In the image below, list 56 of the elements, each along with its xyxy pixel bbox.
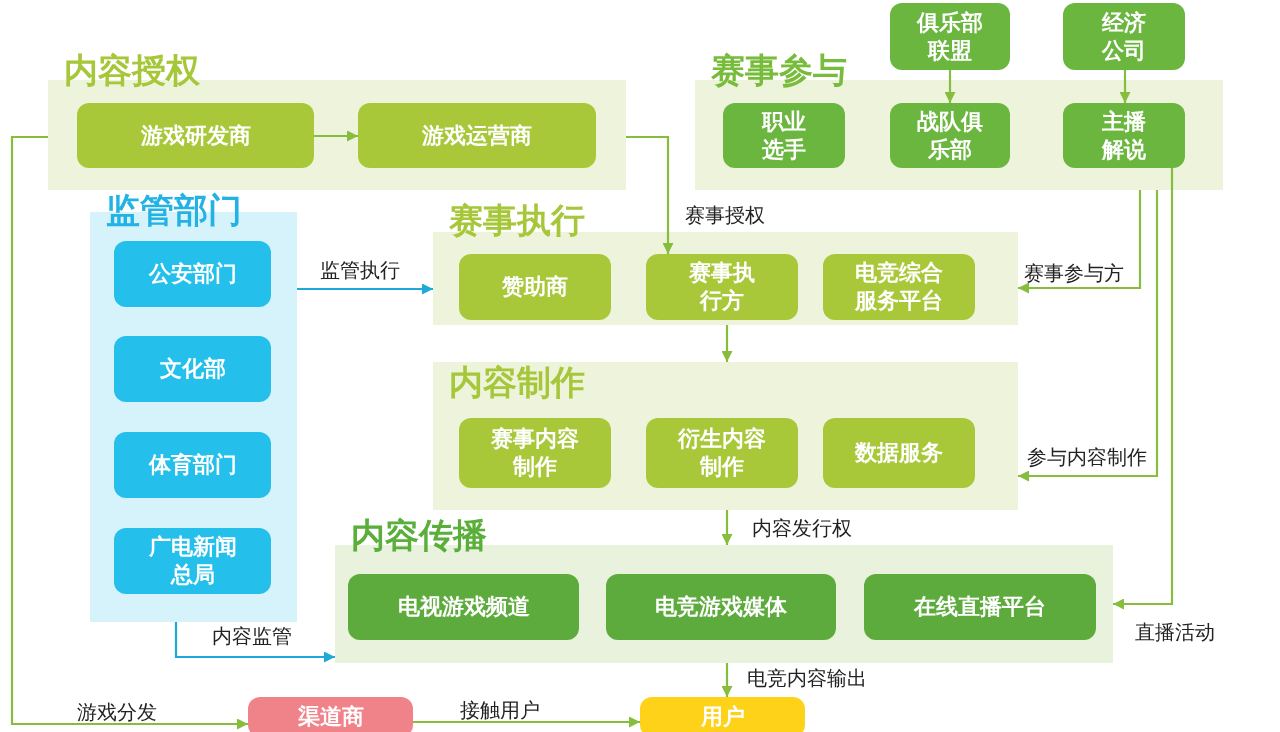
group-title: 赛事执行 <box>449 200 585 240</box>
process-box: 经济公司 <box>1063 3 1185 70</box>
edge-label: 内容发行权 <box>750 516 854 540</box>
arrow <box>626 135 674 254</box>
group-panel <box>433 362 1018 510</box>
arrow <box>10 135 248 730</box>
arrow <box>174 622 335 663</box>
process-box: 电竞综合服务平台 <box>823 254 975 320</box>
process-box: 游戏研发商 <box>77 103 314 168</box>
arrow <box>1119 70 1131 103</box>
edge-label: 游戏分发 <box>75 700 159 724</box>
process-box: 俱乐部联盟 <box>890 3 1010 70</box>
process-box: 赛事内容制作 <box>459 418 611 488</box>
edge-label: 接触用户 <box>458 698 542 722</box>
process-box: 赞助商 <box>459 254 611 320</box>
group-panel <box>335 515 1113 663</box>
arrow <box>721 325 733 362</box>
group-panel <box>48 50 626 190</box>
group-title: 内容制作 <box>449 362 585 402</box>
process-box: 游戏运营商 <box>358 103 596 168</box>
process-box: 体育部门 <box>114 432 271 498</box>
arrow <box>721 510 733 545</box>
process-box: 战队俱乐部 <box>890 103 1010 168</box>
arrow <box>413 716 640 728</box>
edge-label: 内容监管 <box>210 624 294 648</box>
arrow <box>1018 190 1159 482</box>
process-box: 广电新闻总局 <box>114 528 271 594</box>
process-box: 文化部 <box>114 336 271 402</box>
process-box: 在线直播平台 <box>864 574 1096 640</box>
process-box: 数据服务 <box>823 418 975 488</box>
edge-label: 监管执行 <box>318 258 402 282</box>
edge-label: 参与内容制作 <box>1025 445 1149 469</box>
arrow <box>944 70 956 103</box>
group-title: 监管部门 <box>106 190 242 230</box>
process-box: 职业选手 <box>723 103 845 168</box>
arrow <box>297 283 433 295</box>
process-box: 电竞游戏媒体 <box>606 574 836 640</box>
group-title: 内容授权 <box>64 50 200 90</box>
process-box: 主播解说 <box>1063 103 1185 168</box>
arrow <box>1018 190 1142 294</box>
group-panel <box>90 190 297 622</box>
process-box: 渠道商 <box>248 697 413 732</box>
group-panel <box>433 200 1018 325</box>
process-box: 公安部门 <box>114 241 271 307</box>
edge-label: 直播活动 <box>1133 620 1217 644</box>
process-box: 赛事执行方 <box>646 254 798 320</box>
arrow <box>1113 168 1174 610</box>
edge-label: 赛事授权 <box>683 203 767 227</box>
process-box: 用户 <box>640 697 805 732</box>
process-box: 衍生内容制作 <box>646 418 798 488</box>
edge-label: 赛事参与方 <box>1022 261 1126 285</box>
arrow <box>721 663 733 697</box>
process-box: 电视游戏频道 <box>348 574 579 640</box>
arrow <box>314 130 358 142</box>
group-title: 赛事参与 <box>711 50 847 90</box>
group-title: 内容传播 <box>351 515 487 555</box>
